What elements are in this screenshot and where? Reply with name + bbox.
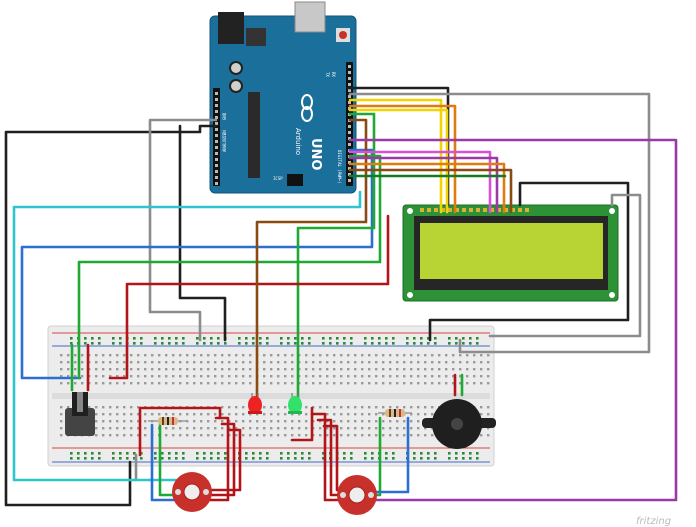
wire-blue-sensor2 bbox=[372, 416, 410, 494]
digital-label: DIGITAL (PWM~) bbox=[337, 150, 342, 184]
wire-red-lcd bbox=[108, 214, 390, 380]
wire-red-sensor2-c bbox=[322, 424, 339, 492]
wire-yellow2 bbox=[348, 108, 449, 214]
reset-button[interactable] bbox=[339, 31, 347, 39]
wire-red-sensor2-b bbox=[316, 418, 344, 497]
lcd-display bbox=[402, 204, 619, 302]
wire-gray-left bbox=[148, 118, 218, 342]
analog-label: ANALOG IN bbox=[222, 130, 227, 152]
wire-green-led bbox=[296, 112, 376, 402]
wire-purple-lcd bbox=[348, 156, 499, 214]
wire-black-gnd-left bbox=[4, 124, 218, 507]
wire-red-sensor2 bbox=[290, 406, 314, 442]
wire-gray-lcd bbox=[488, 193, 642, 338]
wire-pink bbox=[348, 150, 492, 214]
wire-red-sensor1-b bbox=[202, 422, 236, 497]
5v-label: 5V bbox=[222, 133, 227, 138]
wire-orange-lcd bbox=[348, 162, 506, 214]
wire-blue-sensor1 bbox=[150, 423, 182, 502]
rx-label: RX bbox=[331, 72, 336, 77]
icsp-label: ICSP bbox=[273, 176, 283, 181]
arduino-logo bbox=[301, 94, 313, 122]
lcd-header-pins bbox=[420, 208, 529, 212]
wire-black-bb bbox=[178, 124, 227, 342]
arduino-uno: Arduino UNO ICSP GND 5V ANALOG IN DIGITA… bbox=[209, 1, 357, 194]
led-red bbox=[248, 393, 262, 414]
wire-gray-top bbox=[348, 92, 651, 354]
sensor-module-2 bbox=[337, 475, 377, 515]
potentiometer[interactable] bbox=[65, 392, 95, 436]
wire-purple-long bbox=[348, 138, 678, 502]
wire-red-sensor1-a bbox=[198, 416, 230, 502]
wire-green-lcd bbox=[77, 154, 382, 380]
wire-brown-lcd bbox=[348, 168, 513, 214]
wires bbox=[4, 86, 678, 507]
sensor-module-1 bbox=[172, 472, 212, 512]
watermark: fritzing bbox=[636, 516, 671, 527]
wire-red-sensor1-c bbox=[204, 428, 242, 492]
resistor-2 bbox=[378, 409, 412, 417]
arduino-header-pins bbox=[215, 65, 351, 185]
buzzer bbox=[422, 399, 496, 449]
wire-blue bbox=[20, 148, 374, 380]
breadboard bbox=[47, 325, 495, 467]
wire-yellow bbox=[348, 98, 443, 214]
gnd-label: GND bbox=[222, 112, 227, 120]
board-brand: Arduino bbox=[294, 128, 302, 155]
wire-red-sensor2-a bbox=[310, 412, 342, 502]
wire-red-sensor bbox=[138, 406, 222, 457]
wire-cyan bbox=[12, 190, 362, 482]
resistor-1 bbox=[148, 417, 188, 425]
board-model: UNO bbox=[308, 138, 323, 171]
led-green bbox=[288, 393, 302, 414]
tx-label: TX bbox=[325, 72, 330, 77]
wire-brown bbox=[255, 118, 368, 400]
wire-black-lcd-right bbox=[428, 181, 630, 342]
